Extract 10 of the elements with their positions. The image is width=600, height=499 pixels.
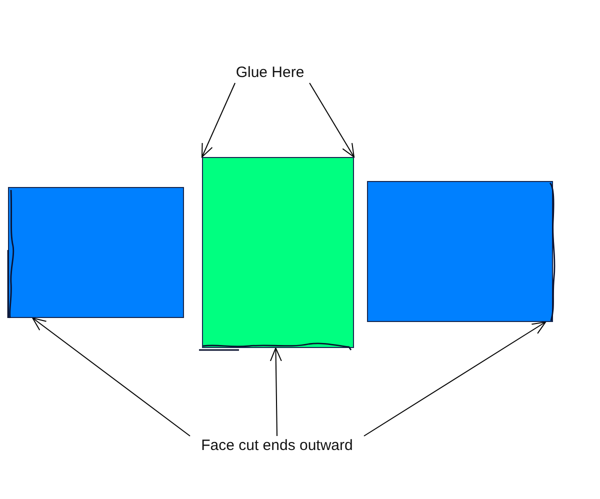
arrow [270,348,282,436]
panel-block [367,181,553,322]
panel-block [202,157,354,348]
callout-text: Glue Here [224,63,316,83]
arrow [309,82,354,158]
arrow [32,318,190,436]
panel-block [8,187,184,318]
arrow [202,82,236,158]
arrow [364,322,546,436]
callout-text: Face cut ends outward [190,436,364,456]
